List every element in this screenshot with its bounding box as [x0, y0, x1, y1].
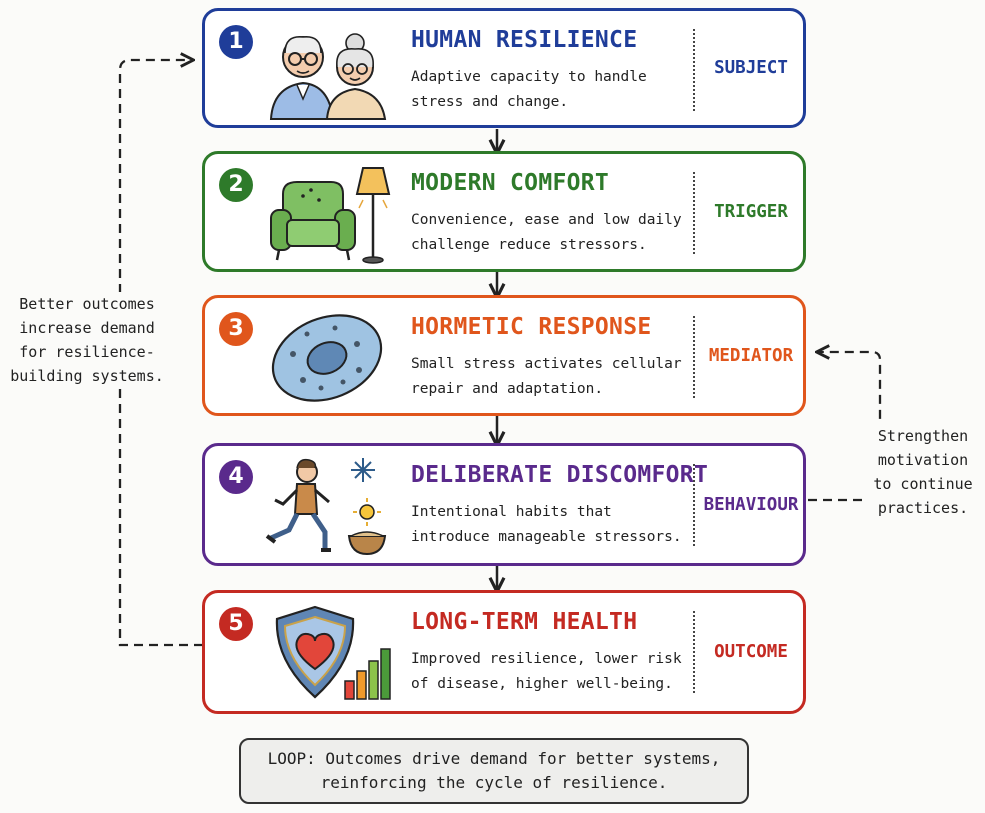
runner-cold-heat-icon [265, 458, 387, 556]
armchair-lamp-icon [270, 167, 391, 264]
step-number-badge: 4 [219, 460, 253, 494]
step-divider [693, 172, 695, 254]
step-description: Adaptive capacity to handle stress and c… [411, 69, 647, 110]
step-role-label: SUBJECT [714, 58, 788, 78]
step-title: MODERN COMFORT [411, 170, 610, 196]
cell-icon [271, 314, 383, 402]
step-hormetic-response: 3 HORMETIC RESPONSE Small stress activat… [202, 295, 806, 416]
step-number-badge: 1 [219, 25, 253, 59]
loop-summary-text: LOOP: Outcomes drive demand for better s… [267, 749, 721, 792]
step-role-label: TRIGGER [714, 201, 788, 222]
step-title: HUMAN RESILIENCE [411, 27, 638, 53]
step-title: DELIBERATE DISCOMFORT [411, 462, 709, 488]
step-number-badge: 3 [219, 312, 253, 346]
step-description: Improved resilience, lower risk of disea… [411, 651, 682, 692]
step-role-label: BEHAVIOUR [703, 494, 799, 515]
right-feedback-note: Strengthen motivation to continue practi… [868, 424, 978, 520]
step-divider [693, 316, 695, 398]
feedback-loop-left [118, 60, 203, 647]
loop-summary-box: LOOP: Outcomes drive demand for better s… [239, 738, 749, 804]
step-divider [693, 611, 695, 693]
shield-heart-icon [275, 605, 391, 700]
step-description: Intentional habits that introduce manage… [411, 504, 682, 545]
left-feedback-note: Better outcomes increase demand for resi… [6, 292, 168, 388]
step-divider [693, 464, 695, 546]
step-number-badge: 2 [219, 168, 253, 202]
elderly-couple-icon [269, 33, 387, 120]
step-long-term-health: 5 LONG-TERM HEALTH Improved resilience, … [202, 590, 806, 714]
step-divider [693, 29, 695, 111]
step-title: HORMETIC RESPONSE [411, 314, 652, 340]
step-modern-comfort: 2 MODERN COMFORT Convenience, ease and l… [202, 151, 806, 272]
step-description: Small stress activates cellular repair a… [411, 356, 682, 397]
step-role-label: MEDIATOR [708, 345, 794, 366]
step-title: LONG-TERM HEALTH [411, 609, 638, 635]
step-number-badge: 5 [219, 607, 253, 641]
step-human-resilience: 1 HUMAN RESILIENCE Adaptive capacity to … [202, 8, 806, 128]
step-description: Convenience, ease and low daily challeng… [411, 212, 682, 253]
step-deliberate-discomfort: 4 DELIBERATE DISCOMFORT Intentional habi… [202, 443, 806, 566]
step-role-label: OUTCOME [714, 642, 788, 662]
